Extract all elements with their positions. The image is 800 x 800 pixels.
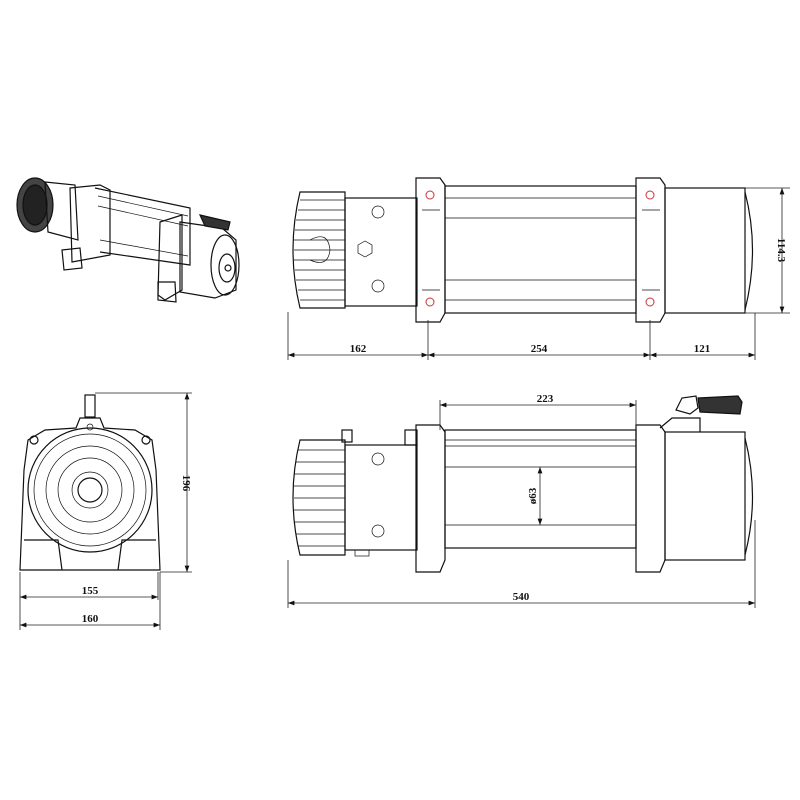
isometric-view xyxy=(16,177,240,303)
dim-196: 196 xyxy=(180,475,192,492)
dim-diameter-63: ø63 xyxy=(527,487,539,504)
dim-223: 223 xyxy=(537,393,554,405)
dim-540: 540 xyxy=(513,591,530,603)
dim-160: 160 xyxy=(82,613,99,625)
dim-155: 155 xyxy=(82,585,99,597)
top-view: 162 254 121 114.3 xyxy=(287,177,790,360)
dim-162: 162 xyxy=(350,343,367,355)
dim-114-3: 114.3 xyxy=(775,238,787,263)
side-view: 223 ø63 540 xyxy=(287,393,756,608)
dim-121: 121 xyxy=(694,343,711,355)
dim-254: 254 xyxy=(531,343,548,355)
front-view: 196 155 160 xyxy=(19,392,192,630)
